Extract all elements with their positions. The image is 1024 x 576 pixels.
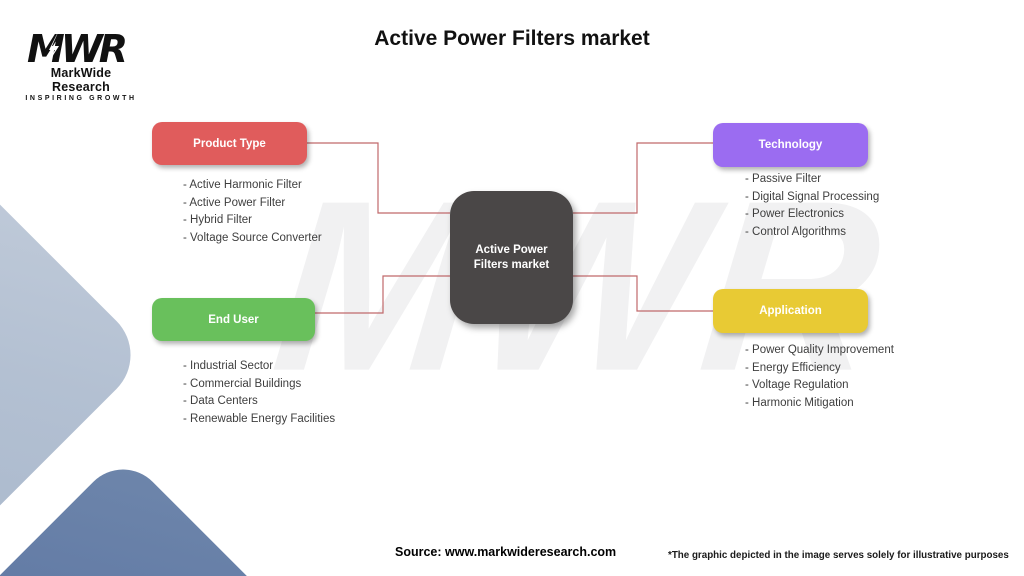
list-item: - Energy Efficiency — [745, 361, 841, 374]
node-label: Product Type — [193, 137, 266, 150]
list-item: - Active Harmonic Filter — [183, 179, 302, 191]
connector-product-type — [307, 142, 450, 214]
node-label: Application — [759, 305, 822, 317]
list-item: - Voltage Source Converter — [183, 231, 322, 244]
list-item: - Power Electronics — [745, 208, 845, 220]
list-item: - Voltage Regulation — [745, 379, 849, 391]
connector-end-user — [315, 275, 450, 314]
node-label: End User — [208, 313, 259, 326]
logo-company-name: MarkWide Research — [50, 66, 112, 94]
end-user-item-list: - Industrial Sector - Commercial Buildin… — [183, 358, 335, 428]
source-text: Source: www.markwideresearch.com — [395, 545, 617, 559]
list-item: - Data Centers — [183, 395, 258, 407]
connector-application — [573, 275, 713, 312]
list-item: - Active Power Filter — [183, 196, 286, 209]
list-item: - Commercial Buildings — [183, 377, 302, 390]
list-item: - Hybrid Filter — [183, 214, 253, 226]
node-technology: Technology — [713, 123, 868, 167]
list-item: - Renewable Energy Facilities — [183, 412, 336, 425]
disclaimer-text: *The graphic depicted in the image serve… — [668, 550, 1009, 561]
list-item: - Control Algorithms — [745, 225, 846, 238]
node-product-type: Product Type — [152, 122, 307, 165]
list-item: - Passive Filter — [745, 173, 822, 185]
list-item: - Harmonic Mitigation — [745, 396, 854, 409]
logo-tagline: INSPIRING GROWTH — [25, 95, 137, 102]
connector-technology — [573, 142, 713, 214]
list-item: - Digital Signal Processing — [745, 190, 880, 203]
application-item-list: - Power Quality Improvement - Energy Eff… — [745, 342, 894, 412]
technology-item-list: - Passive Filter - Digital Signal Proces… — [745, 171, 879, 241]
node-label: Technology — [758, 139, 823, 151]
node-end-user: End User — [152, 298, 315, 341]
list-item: - Industrial Sector — [183, 360, 274, 372]
product-type-item-list: - Active Harmonic Filter - Active Power … — [183, 177, 322, 247]
center-node-active-power-filters-market: Active Power Filters market — [450, 191, 573, 324]
svg-text:MWR: MWR — [27, 28, 126, 68]
markwide-logo: MWR MarkWide Research INSPIRING GROWTH — [20, 28, 142, 102]
mwr-logo-icon: MWR — [27, 28, 130, 68]
list-item: - Power Quality Improvement — [745, 344, 894, 356]
page-title: Active Power Filters market — [374, 27, 650, 50]
node-application: Application — [713, 289, 868, 333]
